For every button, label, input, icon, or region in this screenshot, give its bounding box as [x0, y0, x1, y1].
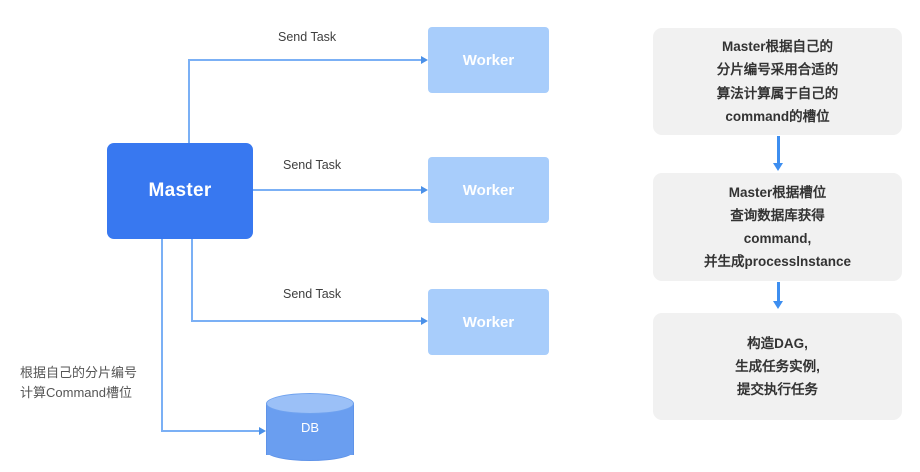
edge-label-send-task-1: Send Task: [278, 30, 337, 44]
connector-master-db-vertical: [161, 238, 163, 432]
flow-step-2[interactable]: Master根据槽位 查询数据库获得 command, 并生成processln…: [653, 173, 902, 281]
worker-node-3-label: Worker: [462, 313, 515, 331]
worker-node-2-label: Worker: [462, 181, 515, 199]
database-node-label: DB: [300, 419, 320, 435]
arrowhead-db: [259, 427, 266, 435]
flow-step-2-text: Master根据槽位 查询数据库获得 command, 并生成processln…: [703, 184, 852, 270]
flow-connector-1-line: [777, 136, 780, 164]
flow-step-1-text: Master根据自己的 分片编号采用合适的 算法计算属于自己的 command的…: [716, 39, 839, 124]
connector-master-db-horizontal: [161, 430, 260, 432]
connector-master-worker3-vertical: [191, 238, 193, 322]
master-node[interactable]: Master: [107, 143, 253, 239]
master-note-annotation: 根据自己的分片编号 计算Command槽位: [20, 365, 138, 401]
connector-master-worker3-horizontal: [191, 320, 421, 322]
worker-node-3[interactable]: Worker: [428, 289, 549, 355]
arrowhead-worker2: [421, 186, 428, 194]
connector-master-worker1-vertical: [188, 59, 190, 145]
connector-master-worker1-horizontal: [188, 59, 421, 61]
worker-node-2[interactable]: Worker: [428, 157, 549, 223]
worker-node-1[interactable]: Worker: [428, 27, 549, 93]
edge-label-send-task-3: Send Task: [283, 287, 342, 301]
flow-step-3-text: 构造DAG, 生成任务实例, 提交执行任务: [735, 335, 820, 398]
flow-step-1[interactable]: Master根据自己的 分片编号采用合适的 算法计算属于自己的 command的…: [653, 28, 902, 135]
database-node[interactable]: DB: [266, 393, 354, 461]
arrowhead-worker3: [421, 317, 428, 325]
flow-connector-2-arrowhead: [773, 301, 783, 309]
connector-master-worker2-horizontal: [252, 189, 421, 191]
worker-node-1-label: Worker: [462, 51, 515, 69]
master-node-label: Master: [148, 180, 212, 201]
edge-label-send-task-2: Send Task: [283, 158, 342, 172]
db-cylinder-top: [266, 393, 354, 414]
flow-connector-2-line: [777, 282, 780, 302]
arrowhead-worker1: [421, 56, 428, 64]
flow-step-3[interactable]: 构造DAG, 生成任务实例, 提交执行任务: [653, 313, 902, 420]
flow-connector-1-arrowhead: [773, 163, 783, 171]
